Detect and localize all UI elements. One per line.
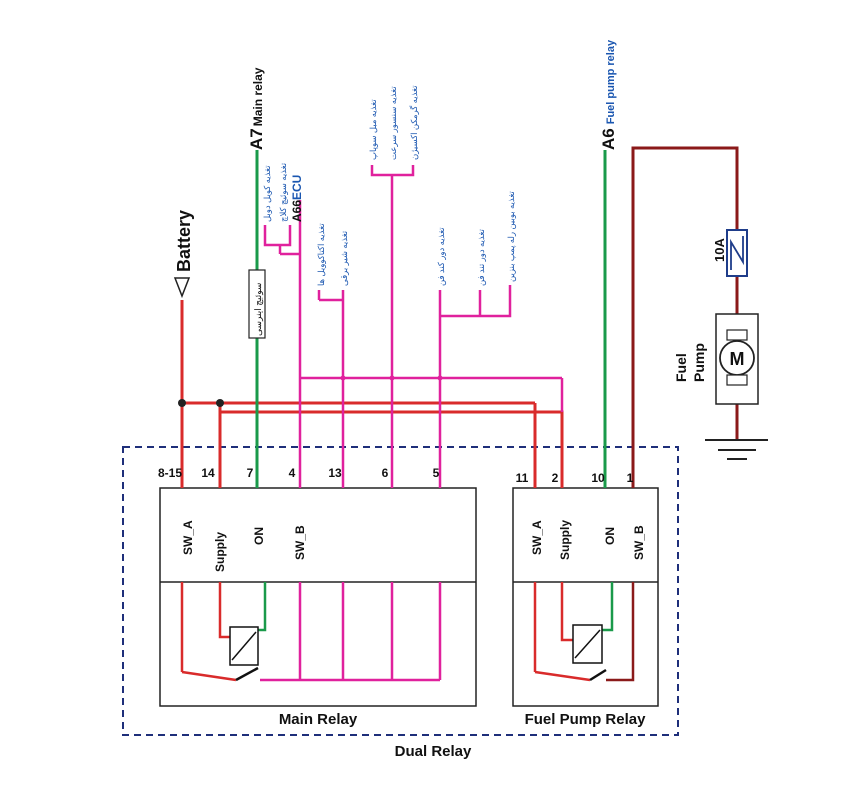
dual-relay-frame xyxy=(122,446,679,736)
fuel-pump-relay-title: Fuel Pump Relay xyxy=(525,711,647,728)
a7-name: Main relay xyxy=(251,67,265,126)
main-relay-terminals: SW_A Supply ON SW_B xyxy=(181,520,307,572)
svg-text:A6Fuel pump relay: A6 Fuel pump relay xyxy=(599,39,618,150)
fuel-pump-relay-coil-icon xyxy=(572,624,603,664)
terminal-supply: Supply xyxy=(213,532,227,572)
pin-label: 2 xyxy=(552,471,559,485)
a6-name: Fuel pump relay xyxy=(605,39,617,124)
motor-letter: M xyxy=(730,349,745,369)
pin-label: 6 xyxy=(382,466,389,480)
pin-label: 4 xyxy=(289,466,296,480)
feed-label-2: تغذیه اکتاکوویل ها xyxy=(316,223,327,286)
fuel-pump-relay-terminals: SW_A Supply ON SW_B xyxy=(530,520,646,560)
a6-label: A6 Fuel pump relay xyxy=(599,39,618,150)
terminal-sw-a: SW_A xyxy=(530,520,544,555)
main-relay-pins: 8-15 14 7 4 13 6 5 xyxy=(158,466,440,480)
feed-label-3: تغذیه شیر برقی xyxy=(339,230,350,286)
terminal-supply: Supply xyxy=(558,520,572,560)
feed-labels: تغذیه کویل دوبل تغذیه سوئیچ کلاچ تغذیه ا… xyxy=(262,85,517,286)
pin-label: 10 xyxy=(591,471,605,485)
fuel-pump-relay-pins: 11 2 10 1 xyxy=(516,471,634,485)
main-relay-title: Main Relay xyxy=(279,711,358,728)
fuel-pump-label-line1: Fuel xyxy=(673,353,689,382)
fuel-pump-relay-internal xyxy=(533,582,635,682)
a66-label: A66ECU xyxy=(290,175,304,222)
main-relay-box xyxy=(159,487,477,707)
inertia-switch-label: سوئیچ اینرسی xyxy=(253,283,264,336)
feed-wires xyxy=(263,165,564,488)
fuel-pump-motor-icon xyxy=(715,313,759,405)
pin-label: 7 xyxy=(247,466,254,480)
terminal-sw-b: SW_B xyxy=(293,525,307,560)
dual-relay-title: Dual Relay xyxy=(395,743,472,760)
battery-label: Battery xyxy=(174,210,194,272)
feed-label-1: تغذیه سوئیچ کلاچ xyxy=(278,162,289,222)
feed-label-5: تغذیه سنسور سرعت xyxy=(388,86,399,160)
pin-label: 8-15 xyxy=(158,466,182,480)
a7-code: A7 xyxy=(247,128,266,150)
junction-dot-2 xyxy=(216,399,224,407)
feed-label-9: تغذیه بوبین رله پمپ بنزین xyxy=(506,191,517,282)
feed-label-8: تغذیه دور تند فن xyxy=(476,229,487,286)
a66-suffix: ECU xyxy=(290,175,304,200)
ground-symbol-icon xyxy=(705,439,768,460)
battery-arrow-icon xyxy=(173,277,191,299)
feed-label-0: تغذیه کویل دوبل xyxy=(262,165,273,222)
feed-label-6: تغذیه گرمکن اکسیژن xyxy=(408,85,420,160)
pin-label: 11 xyxy=(516,471,529,485)
a66-code: A66 xyxy=(290,200,304,222)
pin-label: 14 xyxy=(201,466,215,480)
inertia-switch-box xyxy=(248,269,266,339)
pin-label: 1 xyxy=(627,471,634,485)
main-relay-coil-icon xyxy=(229,626,259,666)
fuse-icon xyxy=(726,229,748,277)
main-relay-internal xyxy=(180,582,442,682)
fuel-pump-label-line2: Pump xyxy=(691,343,707,382)
battery-wires xyxy=(180,300,564,488)
svg-text:A7Main relay: A7 Main relay xyxy=(247,67,266,150)
junction-dot-1 xyxy=(178,399,186,407)
terminal-on: ON xyxy=(603,527,617,545)
feed-label-4: تغذیه مبل سوپاپ xyxy=(368,99,379,160)
a7-label: A7 Main relay xyxy=(247,67,266,150)
terminal-sw-a: SW_A xyxy=(181,520,195,555)
pin-label: 13 xyxy=(328,466,342,480)
svg-text:A66ECU: A66ECU xyxy=(290,175,304,222)
a6-code: A6 xyxy=(599,128,618,150)
fuse-label: 10A xyxy=(712,238,727,262)
terminal-sw-b: SW_B xyxy=(632,525,646,560)
feed-label-7: تغذیه دور کند فن xyxy=(436,227,447,286)
pin-label: 5 xyxy=(433,466,440,480)
bus-junctions xyxy=(340,375,443,381)
terminal-on: ON xyxy=(252,527,266,545)
